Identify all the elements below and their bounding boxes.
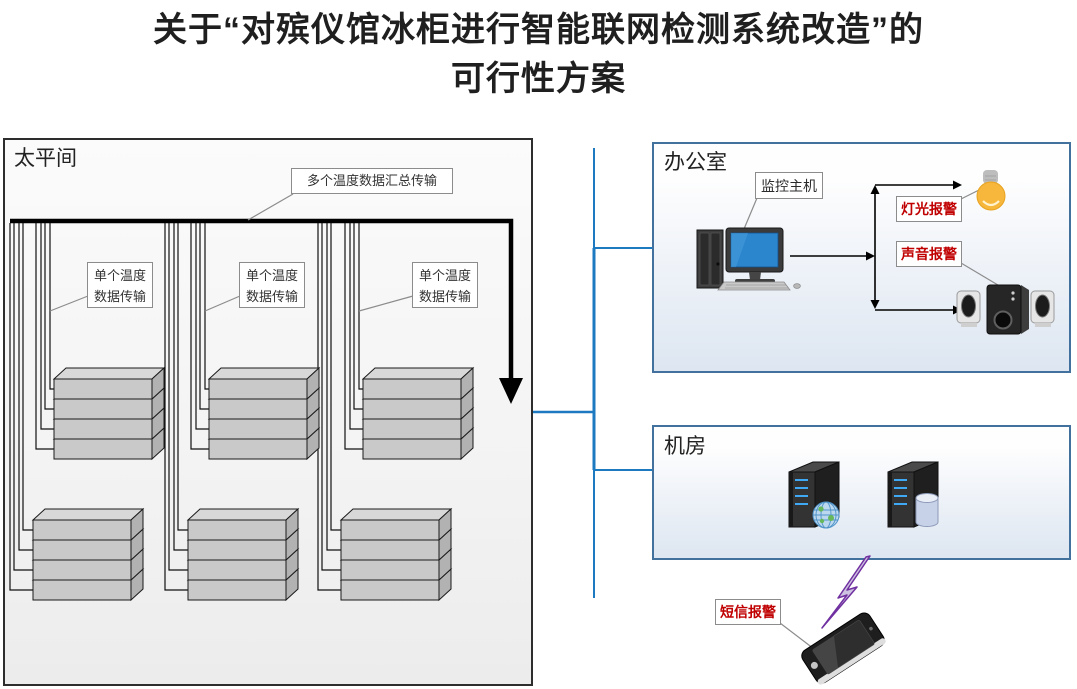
- desktop-computer-icon: [696, 227, 801, 291]
- sensor-bus: [10, 218, 523, 404]
- sms-alarm-callout: 短信报警: [715, 599, 781, 625]
- single-temp-callout-2: 单个温度 数据传输: [239, 262, 305, 308]
- freezer-stack-4: [32, 508, 144, 601]
- speakers-icon: [956, 284, 1055, 335]
- lightning-bolt-icon: [821, 555, 871, 629]
- machine-room-label: 机房: [664, 435, 706, 458]
- page-title: 关于“对殡仪馆冰柜进行智能联网检测系统改造”的 可行性方案: [0, 6, 1077, 104]
- freezer-stack-3: [362, 367, 474, 460]
- morgue-label: 太平间: [14, 147, 77, 170]
- freezer-stack-6: [340, 508, 452, 601]
- title-line-2: 可行性方案: [451, 60, 626, 98]
- bus-data-callout: 多个温度数据汇总传输: [291, 168, 453, 194]
- globe-server-icon: [788, 461, 840, 529]
- office-label: 办公室: [664, 151, 727, 174]
- freezer-stack-5: [187, 508, 299, 601]
- single-temp-callout-1: 单个温度 数据传输: [87, 262, 153, 308]
- smartphone-icon: [801, 612, 886, 685]
- freezer-stack-2: [208, 367, 320, 460]
- machine-room-panel: [652, 425, 1071, 560]
- light-alarm-callout: 灯光报警: [896, 196, 962, 222]
- single-temp-callout-3: 单个温度 数据传输: [412, 262, 478, 308]
- freezer-stack-1: [53, 367, 165, 460]
- network-connectors: [533, 148, 652, 598]
- bus-arrowhead: [499, 378, 523, 404]
- monitor-host-callout: 监控主机: [755, 172, 823, 199]
- callout-leaders: [49, 189, 1009, 653]
- sensor-wires: [9, 223, 363, 591]
- light-bulb-icon: [976, 170, 1006, 211]
- title-line-1: 关于“对殡仪馆冰柜进行智能联网检测系统改造”的: [153, 11, 924, 49]
- alarm-arrows: [790, 184, 953, 311]
- sound-alarm-callout: 声音报警: [896, 241, 962, 267]
- database-server-icon: [887, 461, 939, 528]
